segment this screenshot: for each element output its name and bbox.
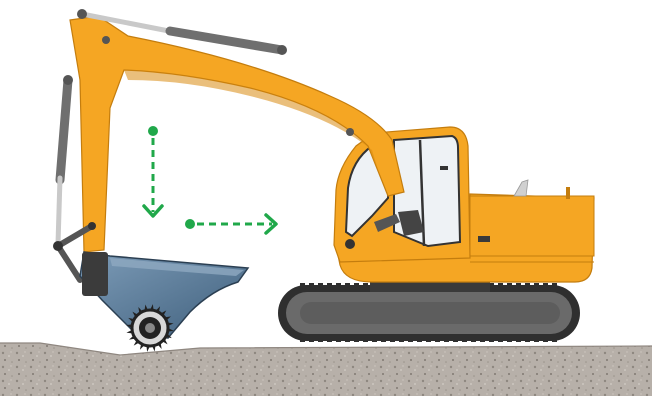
- arrow-right-icon: [185, 215, 276, 233]
- hood-vent: [478, 236, 490, 242]
- exhaust-pipe: [514, 180, 528, 196]
- ground: [0, 343, 652, 396]
- cab-handle: [440, 166, 448, 170]
- boom-foot-pin: [346, 128, 354, 136]
- handrail-post: [566, 187, 570, 199]
- attachment-mount-plate: [82, 252, 108, 296]
- arrow-down-icon: [144, 126, 162, 216]
- arm-hydraulic-cylinder: [58, 75, 73, 244]
- engine-hood: [470, 196, 594, 256]
- boom-tip-pin: [102, 36, 110, 44]
- work-light: [345, 239, 355, 249]
